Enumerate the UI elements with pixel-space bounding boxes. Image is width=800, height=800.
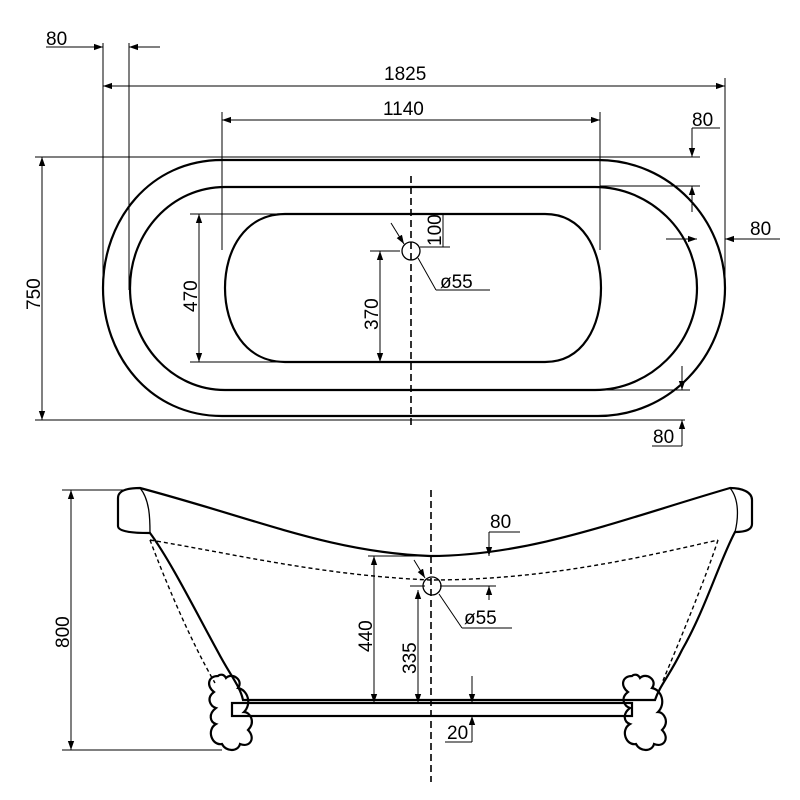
dim-drain-height: 335 xyxy=(400,642,421,674)
dim-lip-80: 80 xyxy=(46,29,67,50)
side-view: 800 440 335 80 ø55 20 xyxy=(53,486,754,782)
dim-inner-width: 470 xyxy=(181,280,202,312)
dim-depth: 440 xyxy=(356,620,377,652)
dim-base-20: 20 xyxy=(447,723,468,744)
tub-base xyxy=(230,701,634,718)
tub-rim-line xyxy=(139,487,739,534)
top-view: 1825 80 1140 750 470 370 100 ø xyxy=(24,29,780,448)
dim-overflow-80: 80 xyxy=(490,512,511,533)
dim-side-80: 80 xyxy=(750,219,771,240)
dim-overall-height: 800 xyxy=(53,616,74,648)
dim-drain-to-edge: 100 xyxy=(425,214,446,246)
dim-drain-offset: 370 xyxy=(362,298,383,330)
drain-icon xyxy=(401,241,421,261)
dim-inner-length: 1140 xyxy=(383,99,424,120)
side-drain-icon xyxy=(422,576,442,596)
tub-inner-rim xyxy=(128,185,699,392)
side-dim-drain-dia: ø55 xyxy=(464,608,497,629)
tub-basin xyxy=(223,212,603,364)
tub-side-profile xyxy=(116,486,754,702)
tub-inner-dotted xyxy=(149,539,719,581)
claw-foot-left xyxy=(208,673,253,752)
dim-overall-width: 750 xyxy=(24,278,45,310)
claw-foot-right xyxy=(622,673,667,752)
tub-outer-rim xyxy=(101,158,727,418)
dim-rim-right-80: 80 xyxy=(692,110,713,131)
dim-bottom-right-80: 80 xyxy=(653,427,674,448)
dim-overall-length: 1825 xyxy=(384,64,426,85)
dim-drain-dia: ø55 xyxy=(440,272,473,293)
